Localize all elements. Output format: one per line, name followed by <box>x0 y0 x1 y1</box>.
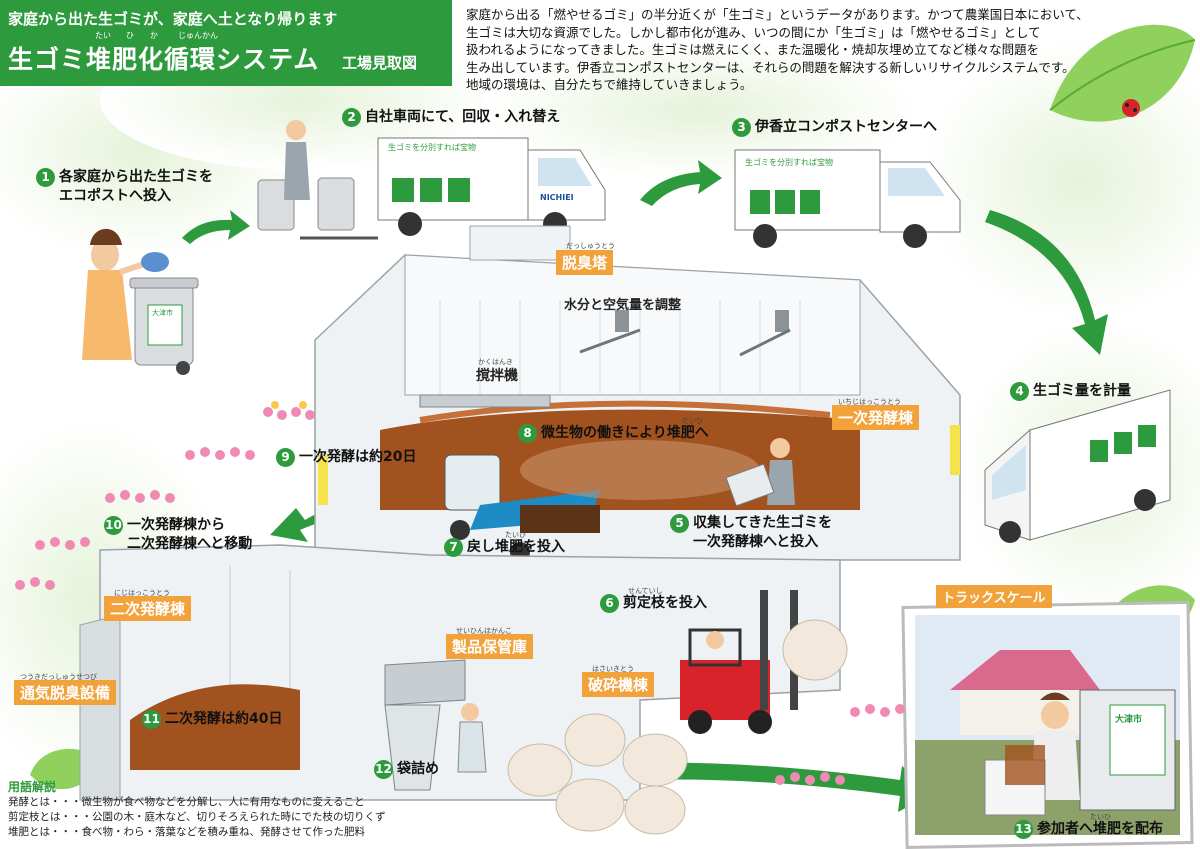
glossary-item: 堆肥とは・・・食べ物・わら・落葉などを積み重ね、発酵させて作った肥料 <box>8 826 365 838</box>
svg-text:生ゴミを分別すれば宝物: 生ゴミを分別すれば宝物 <box>745 157 833 167</box>
step-7-ruby: たいひ <box>505 531 526 539</box>
truck-scale-tag: トラックスケール <box>936 585 1052 608</box>
distribution-photo: 大津市 <box>901 600 1194 849</box>
glossary-item: 発酵とは・・・微生物が食べ物などを分解し、人に有用なものに変えること <box>8 796 365 808</box>
title-banner: 家庭から出た生ゴミが、家庭へ土となり帰ります たい ひ か じゅんかん 生ゴミ堆… <box>0 0 452 86</box>
intro-line: 地域の環境は、自分たちで維持していきましょう。 <box>466 77 753 92</box>
primary-ruby: いちじはっこうとう <box>838 398 901 406</box>
step-number: 5 <box>670 514 689 533</box>
svg-text:NICHIEI: NICHIEI <box>540 193 574 202</box>
title-ruby-1: たい <box>95 31 111 40</box>
step-text: 伊香立コンポストセンターへ <box>755 119 937 135</box>
step-number: 4 <box>1010 382 1029 401</box>
agitator-ruby: かくはんき <box>478 358 513 366</box>
collection-truck-illustration: 生ゴミを分別すれば宝物 NICHIEI <box>257 120 606 240</box>
primary-building-tag: 一次発酵棟 <box>832 405 920 430</box>
title-ruby-4: じゅんかん <box>178 31 218 40</box>
step-number: 8 <box>518 424 537 443</box>
svg-text:生ゴミを分別すれば宝物: 生ゴミを分別すれば宝物 <box>388 142 476 152</box>
step-text: 袋詰め <box>397 761 439 777</box>
secondary-ruby: にじはっこうとう <box>114 589 170 597</box>
weighing-truck-illustration <box>984 389 1171 543</box>
secondary-fermentation-building <box>79 544 848 835</box>
step-number: 12 <box>374 760 393 779</box>
crusher-ruby: はさいきとう <box>592 665 634 673</box>
step-text: 一次発酵棟から <box>127 517 225 533</box>
step-number: 11 <box>142 710 161 729</box>
step-number: 3 <box>732 118 751 137</box>
household-bin-illustration: 大津市 <box>82 228 199 375</box>
flower-decorations <box>15 401 905 785</box>
warehouse-ruby: せいひんほかんこ <box>456 627 512 635</box>
glossary-item: 剪定枝とは・・・公園の木・庭木など、切りそろえられた時にでた枝の切りくず <box>8 811 386 823</box>
deodorizer-ruby: だっしゅうとう <box>566 242 615 250</box>
step-text: 一次発酵は約20日 <box>299 449 417 465</box>
tagline: 家庭から出た生ゴミが、家庭へ土となり帰ります <box>8 10 338 28</box>
step-text: 戻し堆肥を投入 <box>467 539 565 555</box>
intro-line: 生ゴミは大切な資源でした。しかし都市化が進み、いつの間にか「生ゴミ」は「燃やせる… <box>466 24 1041 40</box>
step-text: エコポストへ投入 <box>59 188 171 204</box>
svg-text:大津市: 大津市 <box>152 308 173 317</box>
secondary-building-tag: 二次発酵棟 <box>104 596 192 621</box>
intro-line: 生み出しています。伊香立コンポストセンターは、それらの問題を解決する新しいリサイ… <box>466 59 1075 75</box>
page-subtitle: 工場見取図 <box>342 54 418 72</box>
warehouse-tag: 製品保管庫 <box>446 634 534 659</box>
step-number: 1 <box>36 168 55 187</box>
step-number: 10 <box>104 516 123 535</box>
intro-line: 家庭から出る「燃やせるゴミ」の半分近くが「生ゴミ」というデータがあります。かつて… <box>466 7 1089 22</box>
title-ruby-3: か <box>150 31 158 40</box>
step-number: 6 <box>600 594 619 613</box>
agitator-label: 撹拌機 <box>476 368 518 384</box>
page-title: 生ゴミ堆肥化循環システム <box>8 45 320 74</box>
ventilation-tag: 通気脱臭設備 <box>14 680 117 705</box>
step-text: 自社車両にて、回収・入れ替え <box>365 109 561 125</box>
step-text: 微生物の働きにより堆肥へ <box>541 425 709 441</box>
step-text: 二次発酵棟へと移動 <box>127 536 253 552</box>
step-number: 13 <box>1014 820 1033 839</box>
step-number: 7 <box>444 538 463 557</box>
water-air-label: 水分と空気量を調整 <box>564 298 682 313</box>
crusher-tag: 破砕機棟 <box>582 672 655 697</box>
ventilation-ruby: つうきだっしゅうせつび <box>20 673 97 681</box>
title-ruby-2: ひ <box>126 31 134 40</box>
step-text: 剪定枝を投入 <box>623 595 707 611</box>
intro-line: 扱われるようになってきました。生ゴミは燃えにくく、また温暖化・焼却灰埋め立てなど… <box>466 42 1040 57</box>
glossary-heading: 用語解説 <box>8 780 57 794</box>
deodorizer-tag: 脱臭塔 <box>556 250 614 275</box>
svg-text:大津市: 大津市 <box>1115 713 1142 725</box>
step-text: 参加者へ堆肥を配布 <box>1037 821 1163 837</box>
step-6-ruby: せんていし <box>628 587 663 595</box>
compost-center-truck-illustration: 生ゴミを分別すれば宝物 <box>734 149 961 248</box>
step-text: 生ゴミ量を計量 <box>1033 383 1131 399</box>
intro-text: 家庭から出る「燃やせるゴミ」の半分近くが「生ゴミ」というデータがあります。かつて… <box>466 6 1186 94</box>
step-13-ruby: たいひ <box>1090 813 1111 821</box>
glossary: 用語解説 発酵とは・・・微生物が食べ物などを分解し、人に有用なものに変えること … <box>8 780 385 840</box>
primary-fermentation-building <box>314 225 961 562</box>
step-text: 各家庭から出た生ゴミを <box>59 169 213 185</box>
step-text: 収集してきた生ゴミを <box>693 515 833 531</box>
step-text: 二次発酵は約40日 <box>165 711 283 727</box>
step-number: 9 <box>276 448 295 467</box>
step-8-ruby: たいひ <box>682 417 703 425</box>
step-number: 2 <box>342 108 361 127</box>
step-text: 一次発酵棟へと投入 <box>693 534 819 550</box>
